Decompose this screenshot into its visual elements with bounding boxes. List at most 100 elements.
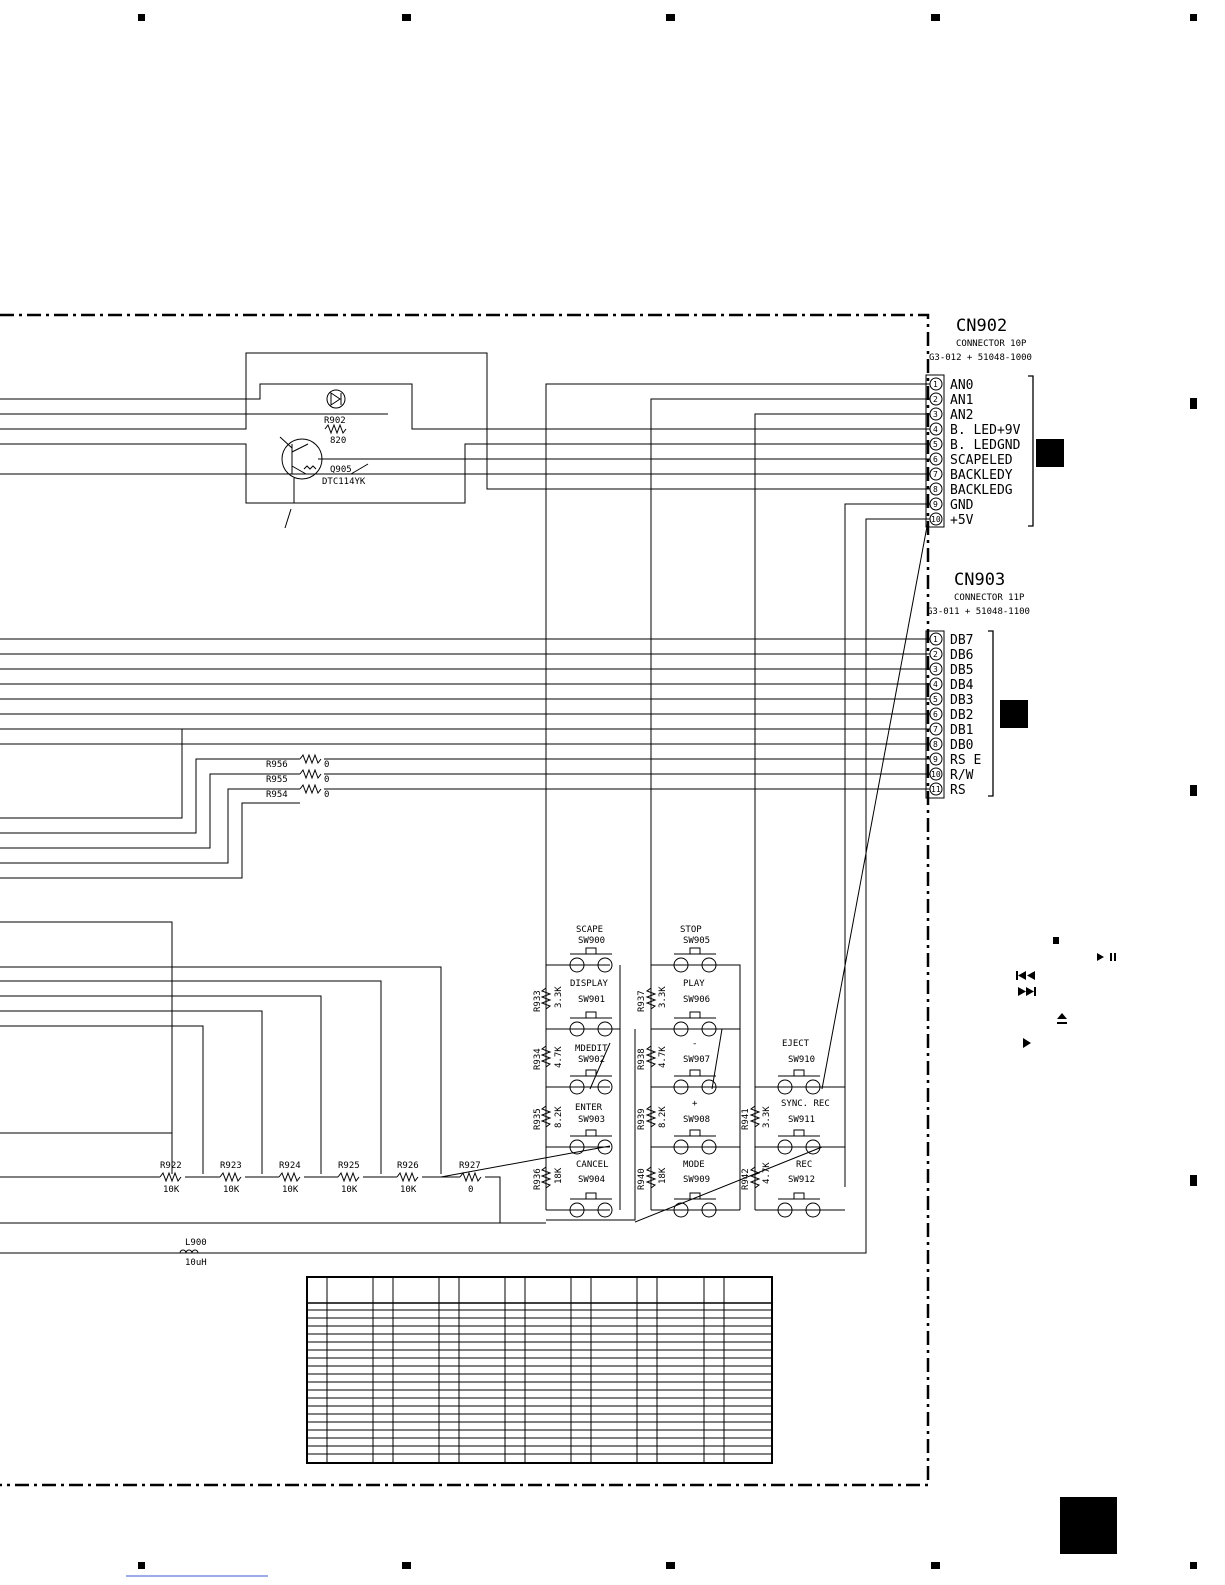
svg-text:R925: R925 bbox=[338, 1161, 360, 1171]
svg-text:R936: R936 bbox=[533, 1168, 543, 1190]
svg-text:EJECT: EJECT bbox=[782, 1039, 810, 1049]
svg-text:CANCEL: CANCEL bbox=[576, 1160, 609, 1170]
cn902-pin-4: B. LED+9V bbox=[950, 423, 1021, 438]
svg-text:SW905: SW905 bbox=[683, 936, 710, 946]
svg-text:8: 8 bbox=[933, 485, 938, 494]
switch-sw909: MODE SW909 bbox=[673, 1160, 717, 1218]
svg-text:5: 5 bbox=[933, 440, 938, 449]
page-marker bbox=[1060, 1497, 1117, 1554]
svg-text:DISPLAY: DISPLAY bbox=[570, 979, 609, 989]
svg-text:9: 9 bbox=[933, 755, 938, 764]
svg-text:8.2K: 8.2K bbox=[658, 1106, 668, 1128]
svg-text:SW909: SW909 bbox=[683, 1175, 710, 1185]
switch-sw907: - SW907 bbox=[673, 1039, 717, 1095]
cn902-pin-6: SCAPELED bbox=[950, 453, 1013, 468]
svg-text:R937: R937 bbox=[637, 990, 647, 1012]
resistor-r902: R902 820 bbox=[324, 416, 347, 446]
resistor-r941: R941 3.3K bbox=[741, 1105, 772, 1130]
key-symbol-legend bbox=[1016, 937, 1116, 1048]
cn903-pin-1: DB7 bbox=[950, 633, 973, 648]
board-outline bbox=[0, 313, 930, 1487]
play-pause-icon bbox=[1097, 953, 1116, 961]
cn903-pin-2: DB6 bbox=[950, 648, 973, 663]
svg-text:R935: R935 bbox=[533, 1108, 543, 1130]
svg-text:MDEDIT: MDEDIT bbox=[575, 1044, 608, 1054]
svg-text:0: 0 bbox=[324, 775, 329, 785]
inductor-l900: L900 10uH bbox=[179, 1238, 207, 1268]
q905-part: DTC114YK bbox=[322, 477, 366, 487]
svg-text:REC: REC bbox=[796, 1160, 812, 1170]
svg-text:4.7K: 4.7K bbox=[658, 1046, 668, 1068]
svg-text:SW910: SW910 bbox=[788, 1055, 815, 1065]
cn902-pin-8: BACKLEDG bbox=[950, 483, 1013, 498]
svg-text:4.7K: 4.7K bbox=[762, 1162, 772, 1184]
svg-text:3.3K: 3.3K bbox=[762, 1106, 772, 1128]
wire-diag-r927 bbox=[440, 1145, 611, 1178]
svg-text:SW911: SW911 bbox=[788, 1115, 815, 1125]
svg-text:7: 7 bbox=[933, 725, 938, 734]
cn903-pin-6: DB2 bbox=[950, 708, 973, 723]
stop-icon bbox=[1053, 937, 1059, 944]
svg-text:SW900: SW900 bbox=[578, 936, 605, 946]
svg-text:SW912: SW912 bbox=[788, 1175, 815, 1185]
svg-text:0: 0 bbox=[324, 790, 329, 800]
cn902-wires bbox=[0, 352, 930, 1254]
cn902-pin-9: GND bbox=[950, 498, 974, 513]
legend-table bbox=[306, 1276, 773, 1464]
section-marker-a bbox=[1036, 439, 1064, 467]
svg-text:1: 1 bbox=[933, 380, 938, 389]
cn902-pin-7: BACKLEDY bbox=[950, 468, 1013, 483]
svg-text:MODE: MODE bbox=[683, 1160, 705, 1170]
svg-text:SW907: SW907 bbox=[683, 1055, 710, 1065]
cn903-pin-numbers: 12 34 56 78 910 11 bbox=[931, 635, 941, 794]
cn902-pin-10: +5V bbox=[950, 513, 974, 528]
svg-text:-: - bbox=[692, 1039, 697, 1049]
cn903-part: G3-011 + 51048-1100 bbox=[927, 607, 1030, 617]
svg-text:6: 6 bbox=[933, 455, 938, 464]
svg-text:R941: R941 bbox=[741, 1108, 751, 1130]
cn902-pin-3: AN2 bbox=[950, 408, 973, 423]
svg-text:3: 3 bbox=[933, 665, 938, 674]
svg-text:3.3K: 3.3K bbox=[554, 986, 564, 1008]
svg-text:10: 10 bbox=[931, 515, 941, 524]
svg-text:7: 7 bbox=[933, 470, 938, 479]
svg-text:3.3K: 3.3K bbox=[658, 986, 668, 1008]
svg-text:5: 5 bbox=[933, 695, 938, 704]
svg-text:2: 2 bbox=[933, 395, 938, 404]
svg-text:4: 4 bbox=[933, 425, 938, 434]
cn903-pin-7: DB1 bbox=[950, 723, 973, 738]
svg-text:8: 8 bbox=[933, 740, 938, 749]
led-diode bbox=[326, 389, 346, 409]
svg-text:SYNC. REC: SYNC. REC bbox=[781, 1099, 830, 1109]
svg-text:R955: R955 bbox=[266, 775, 288, 785]
svg-text:R902: R902 bbox=[324, 416, 346, 426]
svg-text:0: 0 bbox=[324, 760, 329, 770]
svg-text:PLAY: PLAY bbox=[683, 979, 705, 989]
section-marker-b bbox=[1000, 700, 1028, 728]
cn903-pin-10: R/W bbox=[950, 768, 974, 783]
key-matrix-grid bbox=[545, 964, 845, 1223]
svg-text:SW906: SW906 bbox=[683, 995, 710, 1005]
svg-text:11: 11 bbox=[931, 785, 941, 794]
svg-text:SW904: SW904 bbox=[578, 1175, 605, 1185]
svg-text:R923: R923 bbox=[220, 1161, 242, 1171]
svg-text:R934: R934 bbox=[533, 1048, 543, 1070]
svg-text:2: 2 bbox=[933, 650, 938, 659]
cn903-pin-3: DB5 bbox=[950, 663, 973, 678]
svg-text:R954: R954 bbox=[266, 790, 288, 800]
registration-marks bbox=[126, 14, 1197, 1577]
connector-cn902: CN902 CONNECTOR 10P G3-012 + 51048-1000 bbox=[925, 316, 1034, 528]
switch-sw911: SYNC. REC SW911 bbox=[777, 1099, 830, 1155]
